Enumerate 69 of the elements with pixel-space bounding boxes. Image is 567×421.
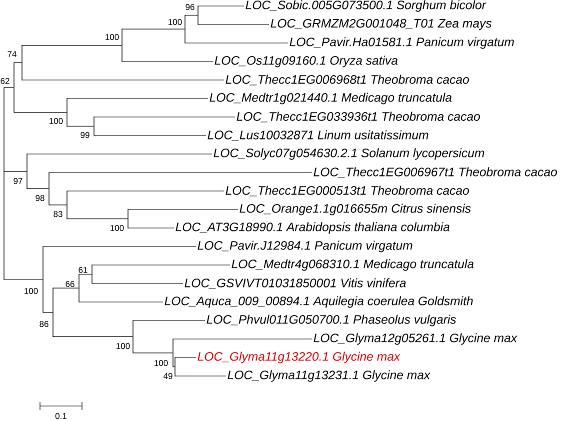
tree-branch — [172, 338, 312, 340]
bootstrap-value: 99 — [80, 132, 90, 138]
tree-branch — [132, 320, 206, 321]
bootstrap-value: 100 — [154, 360, 168, 366]
bootstrap-value: 100 — [50, 118, 63, 124]
tree-branch — [66, 98, 208, 99]
leaf-label: LOC_Phvul011G050700.1 Phaseolus vulgaris — [206, 314, 456, 326]
bootstrap-value: 61 — [78, 267, 88, 273]
bootstrap-value: 100 — [110, 225, 124, 231]
tree-branch — [92, 283, 184, 284]
tree-branch — [52, 336, 133, 337]
tree-branch — [4, 87, 14, 88]
bootstrap-value: 86 — [40, 321, 48, 327]
leaf-label: LOC_Glyma12g05261.1 Glycine max — [314, 333, 518, 345]
bootstrap-value: 66 — [66, 281, 74, 287]
leaf-label: LOC_Pavir.J12984.1 Panicum virgatum — [198, 240, 412, 252]
tree-branch — [14, 112, 67, 113]
tree-branch — [66, 218, 128, 220]
leaf-label: LOC_Lus10032871 Linum usitatissimum — [208, 130, 428, 141]
bootstrap-value: 100 — [106, 34, 119, 40]
tree-branch — [198, 24, 270, 25]
leaf-label: LOC_GRMZM2G001048_T01 Zea mays — [270, 18, 492, 30]
tree-branch — [22, 45, 122, 46]
tree-branch — [4, 171, 27, 172]
bootstrap-value: 96 — [186, 4, 194, 10]
leaf-label: LOC_Thecc1EG006968t1 Theobroma cacao — [226, 74, 469, 86]
tree-branch — [174, 357, 196, 358]
tree-branch — [128, 209, 238, 210]
tree-branch — [42, 312, 53, 313]
tree-branch — [94, 116, 236, 118]
leaf-label: LOC_Thecc1EG000513t1 Theobroma cacao — [226, 186, 469, 196]
bootstrap-value: 49 — [163, 373, 172, 379]
scale-bar: 0.1 — [40, 402, 82, 419]
tree-branch — [42, 246, 196, 247]
bootstrap-value: 100 — [116, 343, 130, 349]
leaf-label: LOC_GSVIVT01031850001 Vitis vinifera — [184, 278, 406, 289]
leaf-label: LOC_Glyma11g13231.1 Glycine max — [228, 370, 430, 382]
tree-branch — [48, 172, 312, 173]
tree-branch — [92, 264, 230, 266]
bootstrap-value: 74 — [8, 51, 16, 57]
leaf-label: LOC_Aquca_009_00894.1 Aquilegia coerulea Goldsmith — [164, 296, 473, 308]
tree-branch — [48, 204, 67, 206]
tree-branch — [122, 28, 185, 30]
bootstrap-value: 100 — [24, 288, 38, 294]
tree-branch — [184, 14, 198, 16]
leaf-label: LOC_Orange1.1g016655m Citrus sinensis — [240, 204, 471, 216]
bootstrap-value: 62 — [0, 78, 10, 84]
leaf-label: LOC_Glyma11g13220.1 Glycine max — [198, 352, 400, 364]
leaf-label: LOC_Solyc07g054630.2.1 Solanum lycopersicum — [214, 148, 484, 160]
leaf-label: LOC_Sobic.005G073500.1 Sorghum bicolor — [246, 0, 486, 12]
leaf-label: LOC_AT3G18990.1 Arabidopsis thaliana columbia — [176, 222, 450, 234]
tree-branch — [184, 42, 288, 44]
tree-branch — [94, 135, 206, 136]
tree-branch — [132, 352, 173, 354]
bootstrap-value: 100 — [168, 19, 182, 25]
tree-branch — [4, 279, 43, 280]
leaf-label: LOC_Os11g09160.1 Oryza sativa — [214, 56, 398, 68]
leaf-label: LOC_Thecc1EG006967t1 Theobroma cacao — [314, 167, 557, 178]
tree-branch — [122, 61, 214, 62]
leaf-label: LOC_Thecc1EG033936t1 Theobroma cacao — [236, 112, 480, 122]
bootstrap-value: 83 — [54, 211, 62, 217]
leaf-label: LOC_Medtr4g068310.1 Medicago truncatula — [232, 259, 474, 271]
leaf-label: LOC_Pavir.Ha01581.1 Panicum virgatum — [290, 37, 514, 49]
leaf-label: LOC_Medtr1g021440.1 Medicago truncatula — [210, 92, 452, 104]
bootstrap-value: 97 — [14, 178, 22, 184]
tree-branch — [66, 190, 224, 192]
tree-branch — [26, 188, 49, 189]
tree-branch — [14, 62, 22, 63]
bootstrap-value: 98 — [36, 195, 44, 201]
